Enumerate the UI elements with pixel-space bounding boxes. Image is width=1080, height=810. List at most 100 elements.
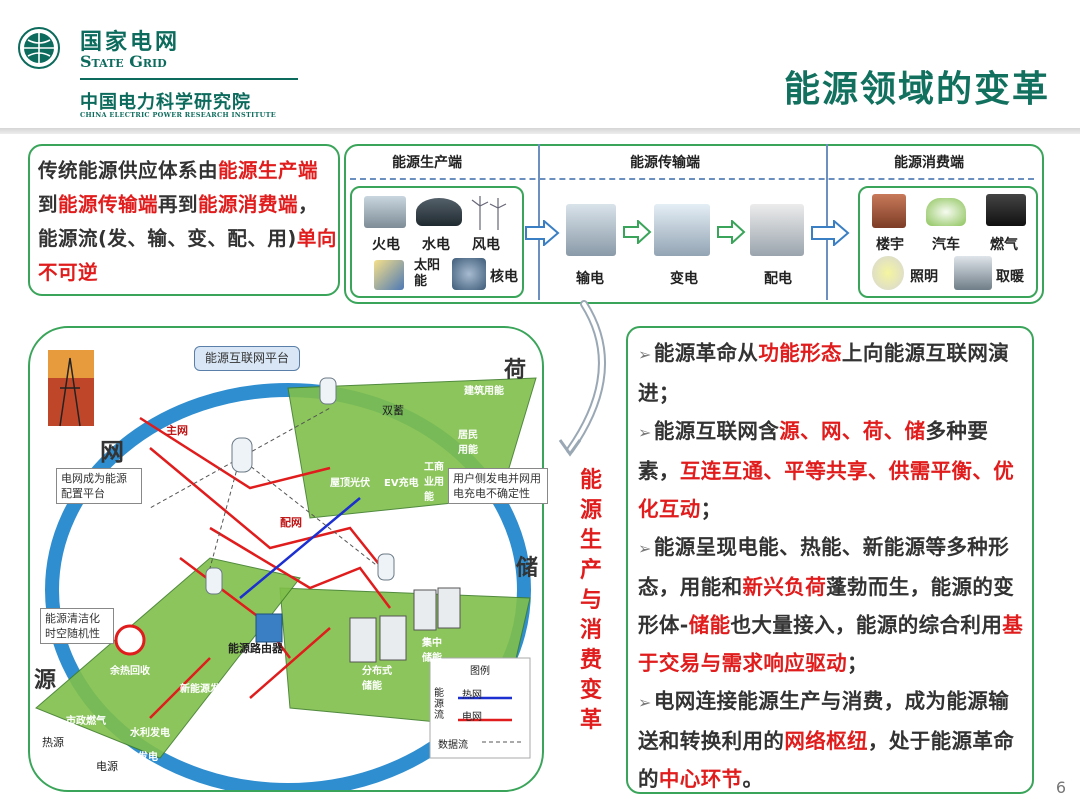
- item-wind: 风电: [472, 237, 500, 253]
- flow-arrow-icon: [811, 220, 850, 246]
- bullet-arrow-icon: ➢: [638, 423, 652, 442]
- bullet-highlight: 互连互通、平等共享、供需平衡、优化互动: [638, 459, 1015, 521]
- production-heading: 能源生产端: [392, 155, 462, 171]
- curved-arrow-icon: [558, 300, 606, 457]
- bullet-text: 能源互联网含: [653, 419, 780, 443]
- transmission-heading: 能源传输端: [630, 155, 700, 171]
- bullet-text: ，处于能源革命的: [638, 729, 1015, 791]
- source-platform: [35, 557, 301, 759]
- wind-turbine-image: [471, 196, 507, 230]
- institute-name-en: CHINA ELECTRIC POWER RESEARCH INSTITUTE: [80, 111, 277, 119]
- item-car: 汽车: [932, 237, 960, 253]
- header-divider: [80, 78, 298, 80]
- item-building: 楼宇: [876, 237, 904, 253]
- consumption-box: 楼宇 汽车 燃气 照明 取暖: [858, 186, 1038, 298]
- substation-label: 变电站: [146, 542, 179, 555]
- heating-house-image: [954, 256, 992, 290]
- bullet-text: 上向能源互联网演进；: [638, 341, 1010, 405]
- consumption-heading: 能源消费端: [894, 155, 964, 171]
- thermal-plant-image: [364, 196, 406, 228]
- bullet-arrow-icon: ➢: [638, 693, 652, 712]
- central-storage-label: 集中储能: [422, 638, 442, 664]
- item-distribute: 配电: [764, 271, 792, 287]
- diagram-drawing: [35, 350, 537, 790]
- corner-wang: 网: [100, 438, 124, 466]
- section-divider: [538, 144, 540, 300]
- transmission-tower-image: [566, 204, 616, 256]
- new-energy-label: 新能源发电: [180, 684, 230, 695]
- bullet-item: ➢电网连接能源生产与消费，成为能源输送和转换利用的网络枢纽，处于能源革命的中心环…: [638, 682, 1024, 798]
- energy-internet-diagram: 能源互联网平台 网 荷 储 源 主网 配网 电网成为能源配置平台 用户侧发电并网…: [28, 326, 548, 792]
- legend-heat: 热网: [462, 690, 482, 701]
- gas-stove-image: [986, 194, 1026, 226]
- bullet-item: ➢能源革命从功能形态上向能源互联网演进；: [638, 334, 1024, 412]
- org-name-cn: 国家电网: [80, 30, 181, 55]
- intro-text: 传统能源供应体系由: [38, 159, 219, 182]
- waste-heat-label: 余热回收: [110, 666, 150, 677]
- dist-grid-label: 配网: [280, 516, 302, 529]
- header-band: [0, 128, 1080, 134]
- platform-label: 能源互联网平台: [194, 346, 301, 371]
- legend-title: 图例: [470, 666, 490, 677]
- intro-highlight: 能源消费端: [198, 193, 299, 216]
- item-nuclear: 核电: [490, 269, 518, 285]
- intro-highlight: 能源传输端: [58, 193, 159, 216]
- dashed-divider: [350, 178, 1034, 180]
- bullet-highlight: 新兴负荷: [742, 575, 827, 599]
- corner-chu: 储: [516, 556, 539, 581]
- intro-text: 到: [38, 193, 59, 216]
- building-image: [872, 194, 906, 228]
- energy-chain-box: 能源生产端 能源传输端 能源消费端 火电 水电 风电 太阳能 核电 输电 变电 …: [344, 144, 1044, 304]
- distribution-image: [750, 204, 804, 256]
- solar-panel-image: [374, 260, 404, 290]
- vertical-title: 能源生产与消费变革: [579, 468, 602, 733]
- callout-source: 能源清洁化时空随机性: [40, 608, 114, 644]
- bullet-box: ➢能源革命从功能形态上向能源互联网演进；➢能源互联网含源、网、荷、储多种要素，互…: [626, 326, 1034, 794]
- bullet-text: 电网连接能源生产与消费，成为能源输送和转换利用的: [638, 689, 1010, 753]
- bullet-highlight: 源、网、荷、储: [779, 419, 926, 443]
- flow-arrow-icon: [623, 220, 652, 244]
- bullet-highlight: 网络枢纽: [784, 729, 868, 753]
- bullet-arrow-icon: ➢: [638, 539, 652, 558]
- page-number: 6: [1055, 778, 1066, 797]
- bullet-highlight: 基于交易与需求响应驱动: [638, 613, 1024, 675]
- industrial-label: 工商业用能: [424, 462, 444, 503]
- bullet-text: ；: [847, 651, 868, 675]
- production-box: 火电 水电 风电 太阳能 核电: [350, 186, 524, 298]
- item-lighting: 照明: [910, 269, 938, 285]
- bullet-text: 多种要素，: [638, 419, 989, 483]
- substation-image: [654, 204, 710, 256]
- org-name-en: State Grid: [80, 52, 167, 71]
- nuclear-plant-image: [452, 258, 486, 290]
- hydro-label: 水利发电: [130, 728, 170, 739]
- item-hydro: 水电: [422, 237, 450, 253]
- double-storage-label: 双蓄: [382, 404, 404, 417]
- hydro-plant-image: [416, 198, 462, 226]
- bullet-text: 蓬勃而生，能源的变形体-: [638, 575, 1015, 637]
- municipal-gas-label: 市政燃气: [66, 716, 106, 727]
- item-transform: 变电: [670, 271, 698, 287]
- bullet-text: 。: [742, 767, 764, 791]
- bullet-text: 也大量接入，能源的综合利用: [730, 613, 1003, 637]
- item-thermal: 火电: [372, 237, 400, 253]
- item-gas: 燃气: [990, 237, 1018, 253]
- car-image: [926, 198, 966, 226]
- intro-box: 传统能源供应体系由能源生产端到能源传输端再到能源消费端，能源流(发、输、变、配、…: [28, 144, 340, 296]
- intro-highlight: 能源生产端: [218, 159, 319, 182]
- dist-storage-label: 分布式储能: [362, 666, 392, 692]
- ev-charge-label: EV充电: [384, 478, 419, 489]
- intro-text: ，能源流(发、输、变、配、用): [38, 193, 319, 250]
- thermal-label: 火力发电: [118, 752, 158, 763]
- legend-grid: 电网: [462, 712, 482, 723]
- bullet-text: ；: [700, 497, 722, 521]
- item-solar: 太阳能: [414, 258, 441, 289]
- bullet-item: ➢能源互联网含源、网、荷、储多种要素，互连互通、平等共享、供需平衡、优化互动；: [638, 412, 1024, 528]
- intro-highlight: 单向不可逆: [38, 227, 337, 284]
- legend-left-label: 能源流: [434, 688, 444, 721]
- callout-user: 用户侧发电并网用电充电不确定性: [448, 468, 548, 504]
- intro-text: 再到: [158, 193, 199, 216]
- rooftop-pv-label: 屋顶光伏: [330, 478, 370, 489]
- bullet-item: ➢能源呈现电能、热能、新能源等多种形态，用能和新兴负荷蓬勃而生，能源的变形体-储…: [638, 528, 1024, 682]
- bullet-highlight: 中心环节: [658, 767, 743, 791]
- flow-arrow-icon: [717, 220, 746, 244]
